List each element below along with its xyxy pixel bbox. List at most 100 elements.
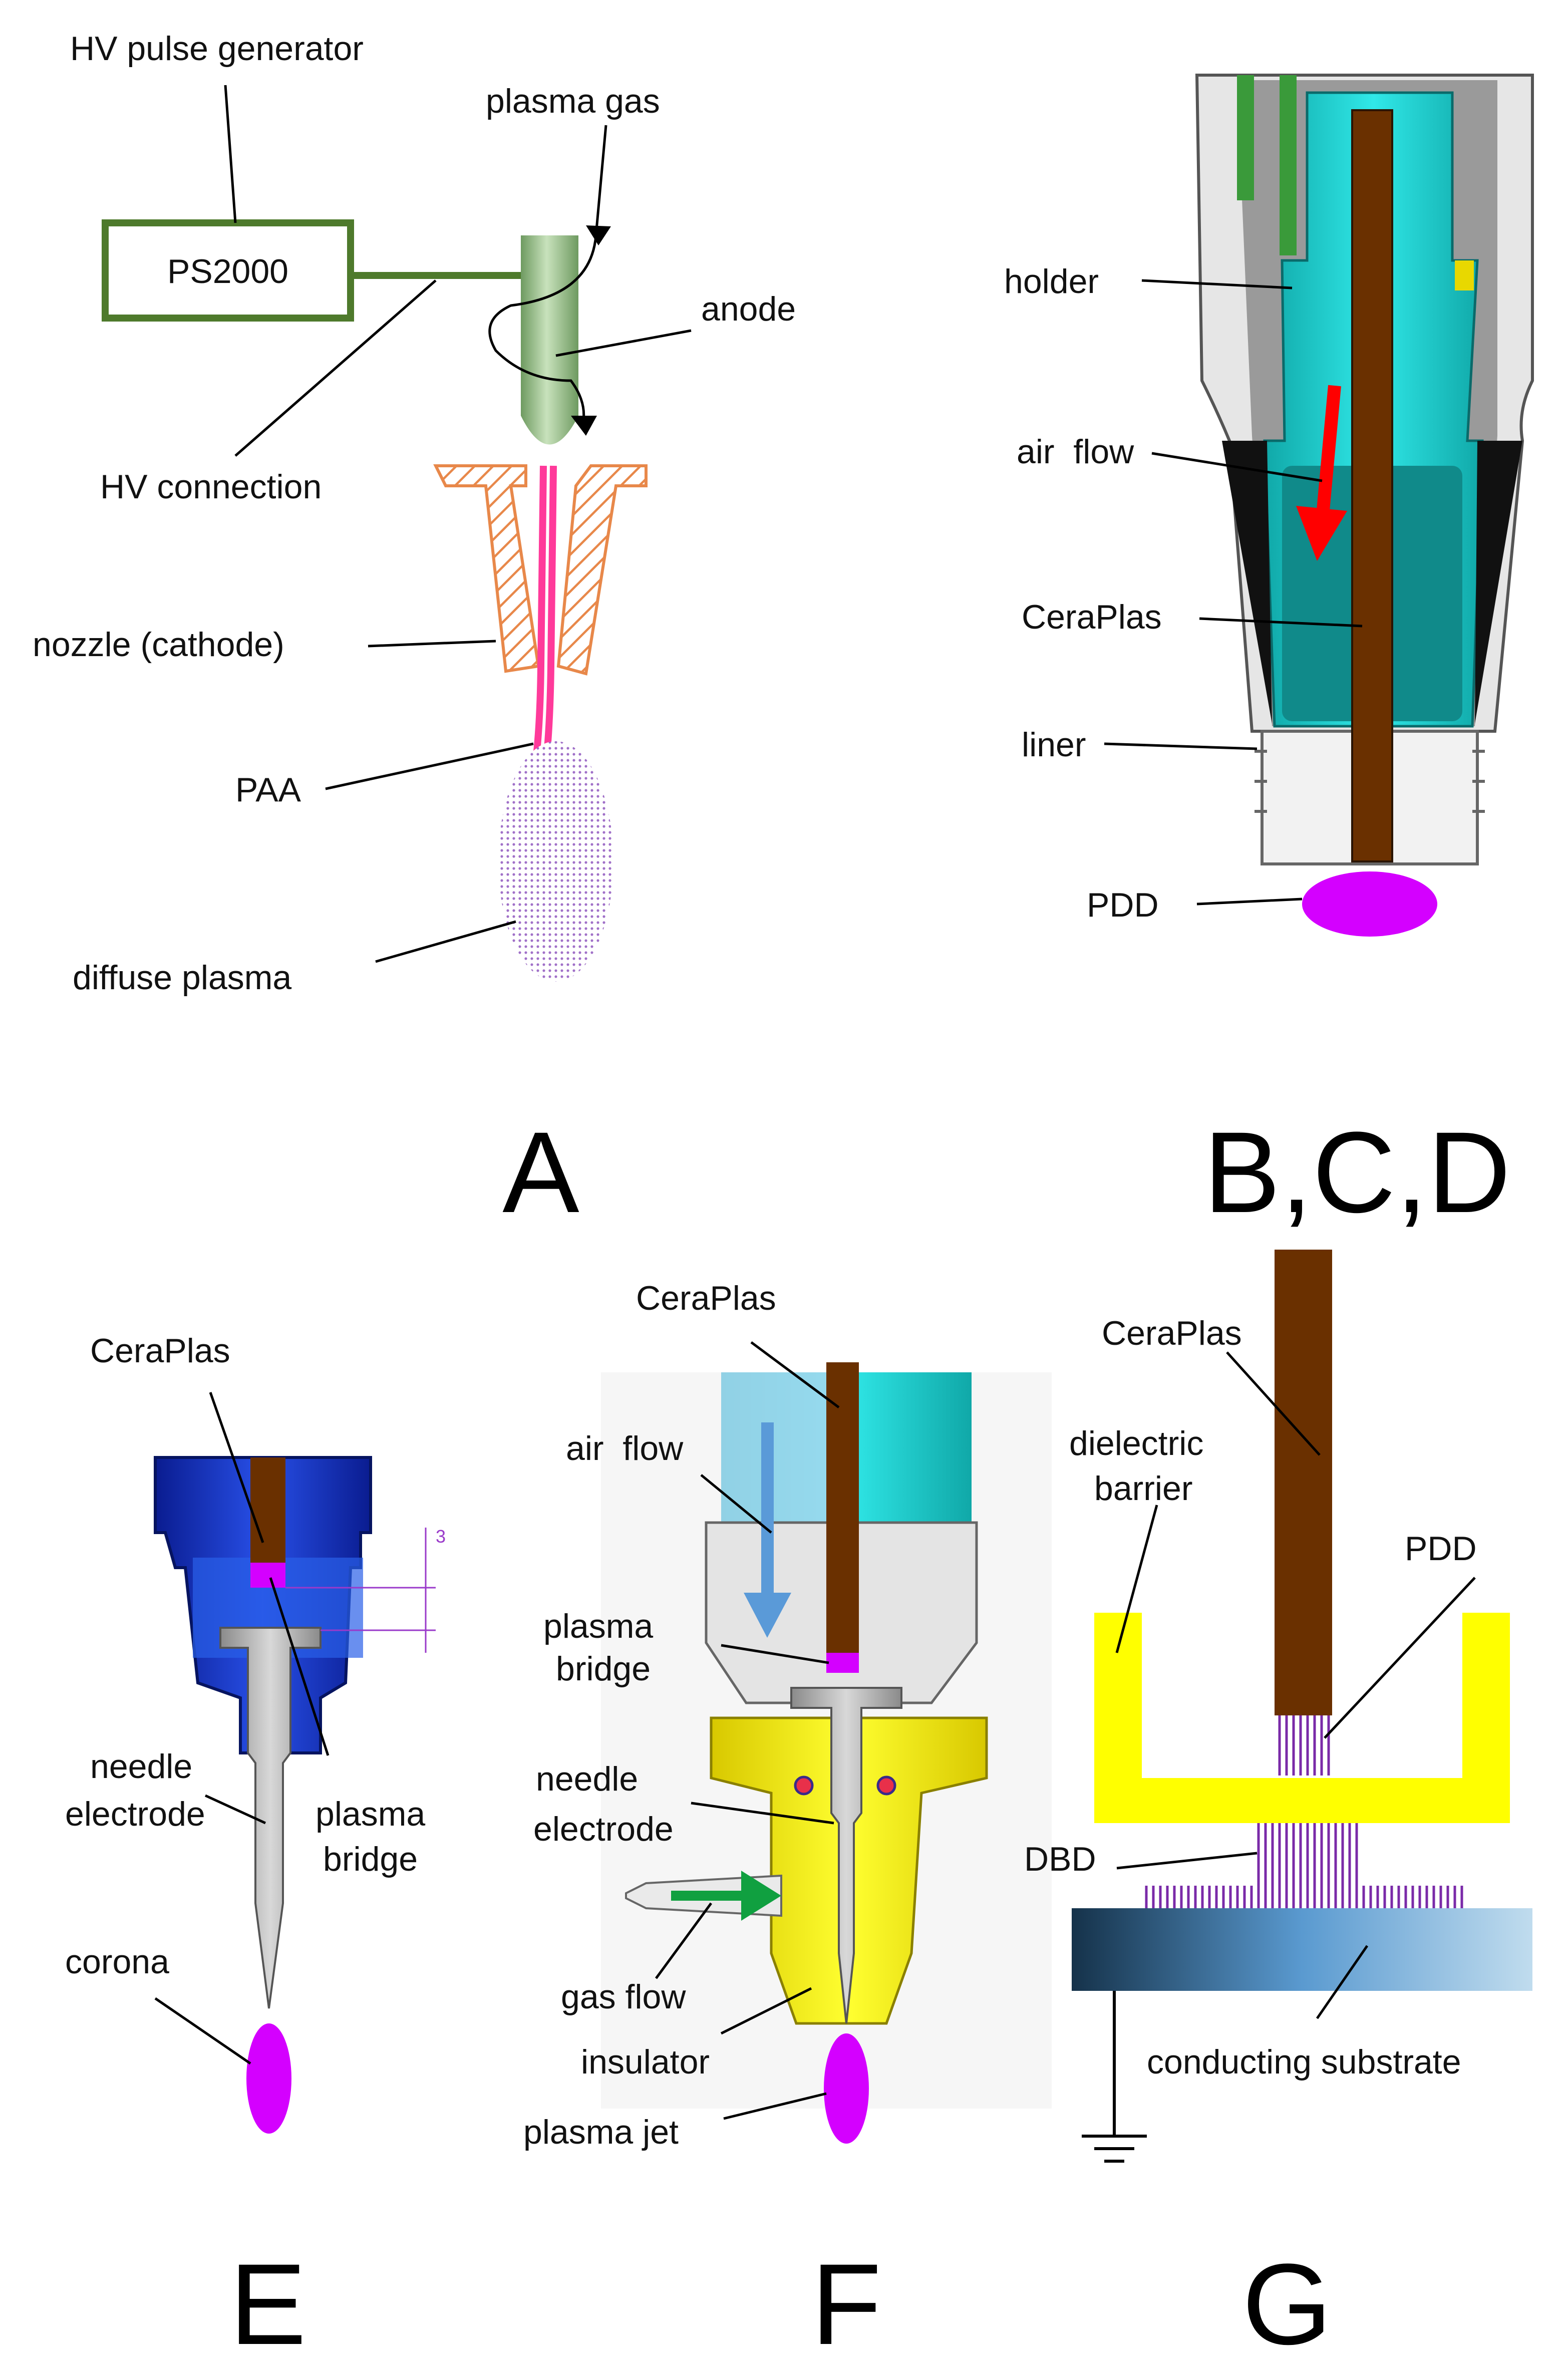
diffuse-plasma xyxy=(498,741,613,982)
label-pdd-b: PDD xyxy=(1087,886,1159,924)
ps2000-box xyxy=(102,219,354,322)
label-needle-f-1: needle xyxy=(536,1760,638,1798)
leader-ceraplas-b xyxy=(1199,617,1363,628)
pcb-left xyxy=(1237,75,1254,200)
o-ring-right xyxy=(876,1776,896,1796)
label-anode: anode xyxy=(701,290,796,328)
o-ring-left xyxy=(794,1776,814,1796)
pcb-right xyxy=(1280,75,1297,255)
leader-insulator xyxy=(720,1987,812,2035)
panel-g: CeraPlas dielectric barrier PDD DBD cond… xyxy=(1024,1250,1532,2366)
label-insulator: insulator xyxy=(581,2043,710,2081)
dimension-value: 3 xyxy=(436,1526,446,1547)
label-ceraplas-f: CeraPlas xyxy=(636,1279,776,1317)
panel-letter-a: A xyxy=(502,1108,579,1237)
leader-needle-e xyxy=(204,1794,266,1825)
leader-air-flow xyxy=(1151,452,1323,482)
leader-plasma-bridge-f xyxy=(721,1644,829,1664)
ceraplas-bar-e xyxy=(250,1457,285,1563)
plasma-jet xyxy=(824,2033,869,2144)
ceraplas-bar-g xyxy=(1275,1250,1332,1715)
label-nozzle: nozzle (cathode) xyxy=(33,626,284,664)
holder-translucent-f xyxy=(721,1372,831,1523)
panel-f: CeraPlas air flow plasma bridge needle e… xyxy=(523,1279,1052,2366)
leader-pdd-b xyxy=(1196,898,1303,906)
leader-dielectric xyxy=(1115,1505,1158,1653)
leader-ceraplas-f xyxy=(750,1341,840,1409)
leader-hv-connection xyxy=(234,279,437,457)
label-plasma-jet: plasma jet xyxy=(523,2113,679,2151)
label-dbd: DBD xyxy=(1024,1840,1096,1878)
label-plasma-gas: plasma gas xyxy=(486,82,660,120)
label-holder: holder xyxy=(1004,262,1099,301)
label-plasma-bridge-e-1: plasma xyxy=(316,1795,425,1833)
clip-yellow xyxy=(1455,260,1474,290)
leader-pdd-g xyxy=(1324,1577,1476,1739)
label-liner: liner xyxy=(1022,726,1086,764)
air-flow-arrowhead xyxy=(1296,506,1347,561)
plasma-gas-arrowhead-2 xyxy=(571,416,597,436)
leader-air-flow-f xyxy=(700,1474,772,1534)
leader-plasma-bridge-e xyxy=(269,1577,330,1756)
label-needle-f-2: electrode xyxy=(533,1810,674,1848)
label-dielectric-2: barrier xyxy=(1094,1469,1193,1508)
plasma-gas-arrowhead-1 xyxy=(586,225,611,245)
label-paa: PAA xyxy=(235,771,301,809)
panel-a: PS2000 HV pulse generator plasma gas ano… xyxy=(33,30,796,1237)
label-ceraplas-g: CeraPlas xyxy=(1102,1314,1242,1352)
leader-plasma-jet xyxy=(723,2092,827,2120)
label-needle-e-1: needle xyxy=(90,1747,192,1786)
panel-letter-f: F xyxy=(811,2240,882,2366)
label-plasma-bridge-e-2: bridge xyxy=(323,1840,418,1878)
ceraplas-bar-f xyxy=(826,1362,859,1653)
label-ceraplas-b: CeraPlas xyxy=(1022,598,1162,636)
nozzle-right xyxy=(556,464,648,676)
air-flow-arrow xyxy=(1316,385,1341,522)
panel-bcd: holder air flow CeraPlas liner PDD B,C,D xyxy=(1004,74,1534,1237)
leader-ceraplas-g xyxy=(1226,1351,1321,1456)
seal-right xyxy=(1475,441,1522,724)
label-conducting-substrate: conducting substrate xyxy=(1147,2043,1461,2081)
panel-letter-e: E xyxy=(229,2240,306,2366)
corona-e xyxy=(246,2023,291,2134)
label-air-flow-f: air flow xyxy=(566,1429,684,1467)
label-corona: corona xyxy=(65,1943,169,1981)
ceraplas-bar-b xyxy=(1351,109,1393,862)
panel-letter-g: G xyxy=(1242,2240,1332,2366)
label-plasma-bridge-f-1: plasma xyxy=(543,1607,653,1645)
leader-corona xyxy=(154,1997,251,2065)
label-dielectric-1: dielectric xyxy=(1069,1424,1203,1462)
leader-paa xyxy=(325,742,534,790)
leader-hv-pulse xyxy=(224,85,237,223)
label-hv-connection: HV connection xyxy=(100,468,322,506)
ps2000-label: PS2000 xyxy=(167,252,288,290)
dielectric-barrier xyxy=(1094,1613,1510,1823)
leader-holder xyxy=(1141,279,1293,289)
label-pdd-g: PDD xyxy=(1405,1530,1477,1568)
leader-liner xyxy=(1104,742,1258,750)
seal-left xyxy=(1222,441,1272,724)
plasma-bridge-e xyxy=(250,1563,285,1588)
needle-electrode-f xyxy=(790,1687,902,2024)
needle-electrode-e xyxy=(219,1627,322,2009)
leader-gas-flow xyxy=(655,1902,713,1979)
dbd-spread xyxy=(1144,1886,1465,1908)
leader-substrate xyxy=(1316,1945,1369,2019)
leader-ceraplas-e xyxy=(209,1392,264,1543)
label-air-flow-b: air flow xyxy=(1017,433,1134,471)
pdd-discharge-g xyxy=(1275,1715,1332,1776)
label-plasma-bridge-f-2: bridge xyxy=(556,1650,651,1688)
anode-electrode xyxy=(521,235,578,445)
leader-diffuse xyxy=(375,920,516,963)
liner-ribs xyxy=(1255,750,1485,813)
leader-needle-f xyxy=(691,1802,834,1825)
leader-dbd xyxy=(1116,1852,1258,1870)
dbd-column xyxy=(1255,1823,1360,1886)
panel-letter-bcd: B,C,D xyxy=(1203,1108,1510,1237)
leader-anode xyxy=(555,329,692,357)
plasma-gas-arrow xyxy=(488,125,607,421)
label-diffuse-plasma: diffuse plasma xyxy=(73,959,291,997)
panel-e: 3 CeraPlas needle electrode plasma bridg… xyxy=(65,1332,446,2366)
label-ceraplas-e: CeraPlas xyxy=(90,1332,230,1370)
